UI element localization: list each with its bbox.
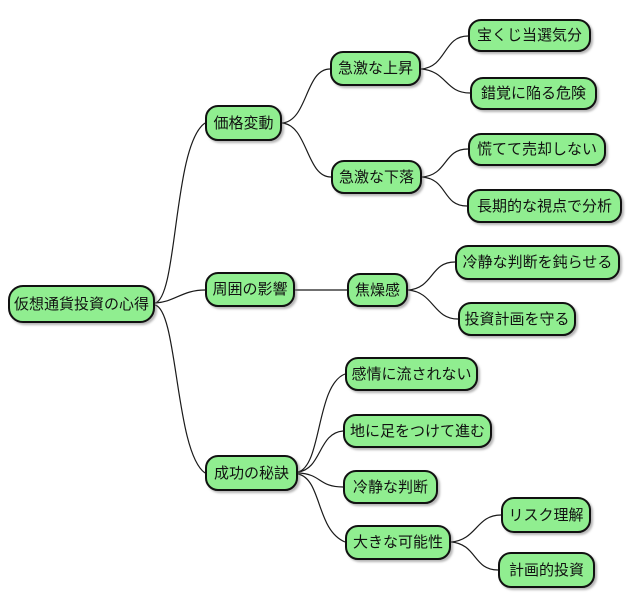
node-success-secret: 成功の秘訣 (205, 455, 298, 491)
edge-sudden-fall-to-long-term-analysis (421, 176, 468, 207)
node-dulls-judgment: 冷静な判断を鈍らせる (455, 245, 620, 280)
edge-root-to-price-volatility (154, 122, 206, 304)
node-impatience: 焦燥感 (347, 273, 408, 307)
node-lottery-feeling: 宝くじ当選気分 (468, 19, 591, 52)
edge-price-volatility-to-sudden-fall (281, 122, 332, 178)
node-peer-influence: 周囲の影響 (205, 272, 295, 307)
edge-success-secret-to-dont-be-swayed (297, 373, 346, 473)
node-planned-investment: 計画的投資 (498, 552, 595, 588)
edge-success-secret-to-big-potential (297, 473, 346, 543)
node-calm-judgment: 冷静な判断 (343, 470, 438, 504)
edge-success-secret-to-stay-grounded (297, 430, 344, 473)
edge-sudden-rise-to-illusion-danger (420, 68, 471, 94)
edge-root-to-success-secret (154, 304, 206, 474)
edge-root-to-peer-influence (154, 289, 206, 304)
edge-sudden-rise-to-lottery-feeling (420, 35, 469, 70)
node-stay-grounded: 地に足をつけて進む (343, 414, 492, 448)
node-illusion-danger: 錯覚に陥る危険 (470, 77, 597, 110)
node-price-volatility: 価格変動 (205, 105, 282, 141)
edge-sudden-fall-to-dont-panic-sell (421, 148, 469, 178)
node-long-term-analysis: 長期的な視点で分析 (467, 189, 622, 223)
node-sudden-rise: 急激な上昇 (330, 51, 421, 86)
node-sudden-fall: 急激な下落 (331, 160, 422, 194)
node-root: 仮想通貨投資の心得 (8, 285, 155, 323)
edge-success-secret-to-calm-judgment (297, 472, 344, 488)
node-dont-be-swayed: 感情に流されない (345, 357, 478, 391)
edge-impatience-to-dulls-judgment (407, 261, 456, 291)
node-keep-plan: 投資計画を守る (458, 302, 576, 336)
node-dont-panic-sell: 慌てて売却しない (468, 133, 606, 166)
edge-big-potential-to-risk-understanding (450, 514, 502, 543)
node-risk-understanding: リスク理解 (501, 497, 591, 533)
edge-big-potential-to-planned-investment (450, 541, 499, 571)
node-big-potential: 大きな可能性 (345, 525, 451, 560)
edge-impatience-to-keep-plan (407, 289, 459, 320)
edge-price-volatility-to-sudden-rise (281, 68, 331, 124)
